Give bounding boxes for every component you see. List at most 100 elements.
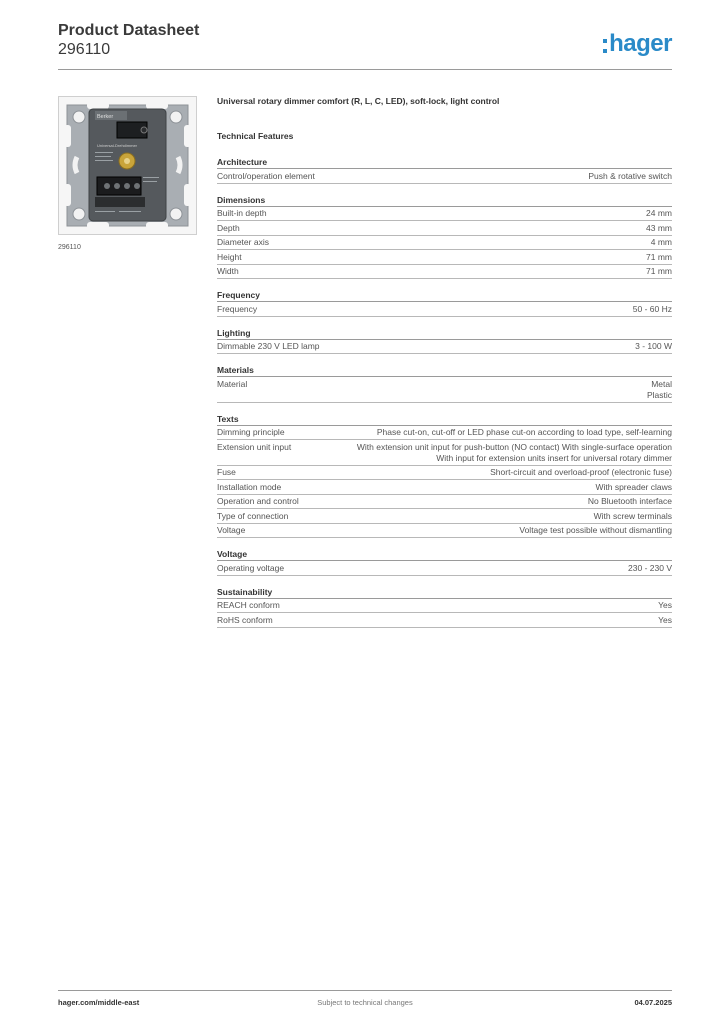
section-title: Materials	[217, 364, 672, 377]
page-title: Product Datasheet	[58, 22, 200, 39]
feature-value: 43 mm	[646, 222, 672, 233]
feature-values: No Bluetooth interface	[307, 496, 672, 507]
feature-value: With extension unit input for push-butto…	[356, 441, 672, 452]
product-number: 296110	[58, 41, 111, 58]
feature-label: REACH conform	[217, 600, 280, 610]
feature-label: Type of connection	[217, 510, 289, 521]
logo-text: hager	[609, 30, 672, 57]
feature-label: RoHS conform	[217, 614, 273, 625]
hager-logo: hager	[603, 28, 672, 56]
section-title: Frequency	[217, 289, 672, 302]
feature-label: Height	[217, 251, 242, 262]
feature-value: Yes	[658, 614, 672, 625]
feature-values: Yes	[288, 600, 672, 611]
feature-values: With screw terminals	[296, 511, 672, 522]
feature-label: Dimmable 230 V LED lamp	[217, 341, 320, 351]
feature-value: 50 - 60 Hz	[632, 303, 672, 314]
feature-values: 230 - 230 V	[292, 563, 672, 574]
feature-row: Height 71 mm	[217, 250, 672, 265]
datasheet-content: Universal rotary dimmer comfort (R, L, C…	[217, 95, 672, 638]
feature-row: Control/operation element Push & rotative…	[217, 169, 672, 184]
feature-values: Phase cut-on, cut-off or LED phase cut-o…	[293, 427, 672, 438]
feature-label: Built-in depth	[217, 208, 267, 218]
feature-values: Voltage test possible without dismantlin…	[253, 525, 672, 536]
feature-value: Short-circuit and overload-proof (electr…	[490, 467, 672, 477]
feature-value: Voltage test possible without dismantlin…	[519, 525, 672, 535]
feature-row: Depth 43 mm	[217, 221, 672, 236]
feature-label: Operating voltage	[217, 562, 285, 573]
header-divider	[58, 69, 672, 70]
feature-label: Depth	[217, 222, 240, 233]
feature-label: Diameter axis	[217, 237, 269, 247]
feature-value: Yes	[658, 600, 672, 610]
feature-row: Dimming principle Phase cut-on, cut-off o…	[217, 426, 672, 440]
feature-value: 230 - 230 V	[628, 562, 672, 573]
section-title: Lighting	[217, 327, 672, 340]
brand-label: Berker	[97, 114, 113, 120]
feature-values: 4 mm	[277, 237, 672, 248]
section-title: Sustainability	[217, 586, 672, 599]
feature-row: REACH conform Yes	[217, 599, 672, 613]
feature-label: Installation mode	[217, 481, 282, 492]
feature-value: 24 mm	[646, 208, 672, 218]
model-label: Universal-Drehdimmer	[97, 143, 138, 148]
feature-values: Short-circuit and overload-proof (electr…	[244, 467, 672, 478]
feature-label: Operation and control	[217, 496, 299, 506]
feature-values: 71 mm	[250, 252, 672, 263]
feature-label: Control/operation element	[217, 170, 315, 181]
feature-label: Frequency	[217, 303, 258, 314]
feature-values: 24 mm	[275, 208, 672, 219]
feature-row: Installation mode With spreader claws	[217, 480, 672, 495]
feature-row: Operation and control No Bluetooth interf…	[217, 495, 672, 509]
feature-value: With spreader claws	[595, 481, 672, 492]
footer-notice: Subject to technical changes	[317, 998, 413, 1007]
image-caption: 296110	[58, 244, 81, 251]
feature-row: Operating voltage 230 - 230 V	[217, 561, 672, 576]
feature-row: Dimmable 230 V LED lamp 3 - 100 W	[217, 340, 672, 354]
feature-row: Diameter axis 4 mm	[217, 236, 672, 250]
feature-values: 71 mm	[247, 266, 672, 277]
section-title: Texts	[217, 413, 672, 426]
product-description: Universal rotary dimmer comfort (R, L, C…	[217, 96, 500, 106]
feature-label: Dimming principle	[217, 427, 285, 437]
feature-value: 71 mm	[646, 251, 672, 262]
product-image: Berker Universal-Drehdimmer	[58, 96, 197, 235]
feature-value: Phase cut-on, cut-off or LED phase cut-o…	[376, 427, 672, 437]
technical-features-title: Technical Features	[217, 131, 294, 141]
feature-values: Yes	[281, 615, 672, 626]
feature-values: 50 - 60 Hz	[265, 304, 672, 315]
logo-dots-icon	[603, 39, 608, 53]
feature-value: 3 - 100 W	[635, 341, 672, 351]
feature-value: Push & rotative switch	[588, 170, 672, 181]
feature-value: Plastic	[646, 389, 672, 400]
footer-date: 04.07.2025	[634, 998, 672, 1007]
feature-values: Push & rotative switch	[323, 171, 672, 182]
feature-value: Metal	[651, 378, 672, 389]
feature-values: 3 - 100 W	[328, 341, 672, 352]
section-title: Dimensions	[217, 194, 672, 207]
footer-website: hager.com/middle-east	[58, 998, 140, 1007]
feature-value: With screw terminals	[593, 510, 672, 521]
feature-value: 4 mm	[650, 237, 672, 247]
footer-divider	[58, 990, 672, 991]
feature-label: Width	[217, 266, 239, 276]
feature-values: 43 mm	[248, 223, 672, 234]
feature-row: Extension unit input With extension unit …	[217, 440, 672, 466]
page-header: Product Datasheet 296110 hager	[58, 22, 672, 70]
feature-label: Voltage	[217, 525, 246, 535]
section-title: Voltage	[217, 548, 672, 561]
feature-label: Material	[217, 378, 248, 389]
feature-row: Width 71 mm	[217, 265, 672, 279]
dimmer-illustration: Berker Universal-Drehdimmer	[59, 97, 196, 234]
feature-label: Extension unit input	[217, 441, 292, 452]
